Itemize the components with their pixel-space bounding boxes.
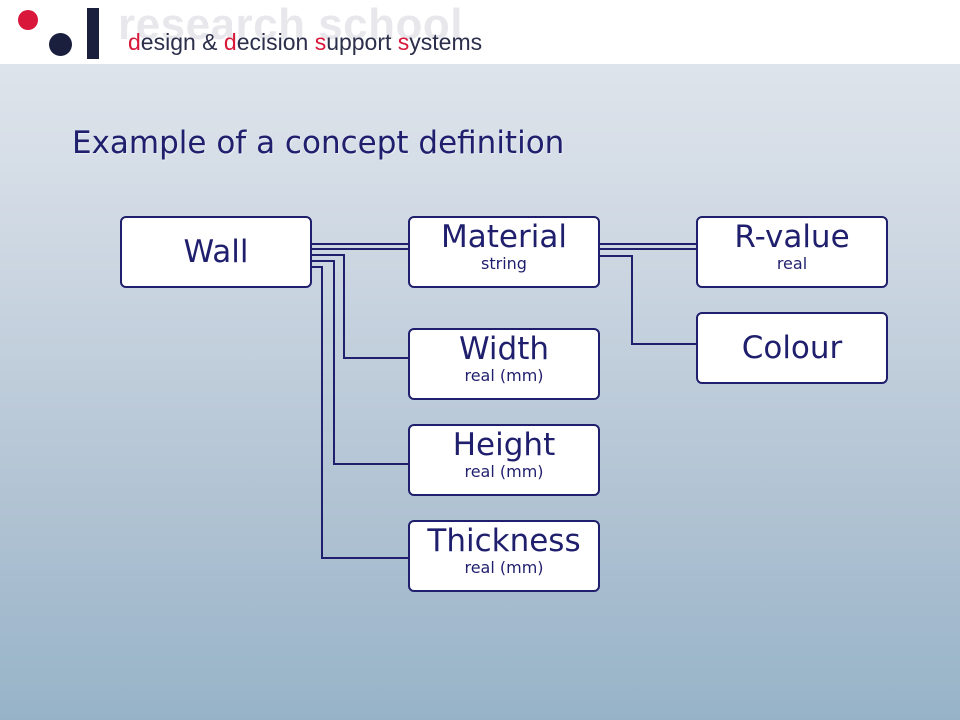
header-banner: research school design & decision suppor… [0,0,960,64]
node-height-name: Height [452,427,556,463]
node-material: Material string [408,216,600,288]
edge-wall-thickness [312,266,408,559]
node-material-name: Material [441,219,567,255]
tagline-text: esign & [140,29,224,55]
edge-material-colour [600,255,696,345]
node-rvalue-type: real [776,254,808,273]
node-colour: Colour [696,312,888,384]
node-thickness-type: real (mm) [464,558,544,577]
node-wall-name: Wall [183,234,249,270]
node-rvalue: R-value real [696,216,888,288]
logo-red-dot-icon [18,10,38,30]
tagline-text: ecision [236,29,315,55]
edge-wall-width [312,254,408,359]
node-thickness-name: Thickness [427,523,581,559]
brand-watermark: research school [118,0,463,49]
slide-title: Example of a concept definition [72,125,565,161]
node-width: Width real (mm) [408,328,600,400]
edge-wall-height [312,260,408,465]
brand-tagline: design & decision support systems [128,29,482,56]
tagline-text: ystems [409,29,483,55]
node-width-name: Width [458,331,550,367]
node-wall: Wall [120,216,312,288]
tagline-text: upport [326,29,398,55]
node-rvalue-name: R-value [734,219,850,255]
tagline-accent-letter: s [314,29,327,55]
node-colour-name: Colour [741,330,843,366]
node-width-type: real (mm) [464,366,544,385]
logo-bar-icon [87,8,99,59]
node-height: Height real (mm) [408,424,600,496]
node-height-type: real (mm) [464,462,544,481]
logo-navy-dot-icon [49,33,72,56]
tagline-accent-letter: d [223,29,237,55]
tagline-accent-letter: s [397,29,410,55]
node-material-type: string [481,254,527,273]
node-thickness: Thickness real (mm) [408,520,600,592]
tagline-accent-letter: d [128,29,141,55]
